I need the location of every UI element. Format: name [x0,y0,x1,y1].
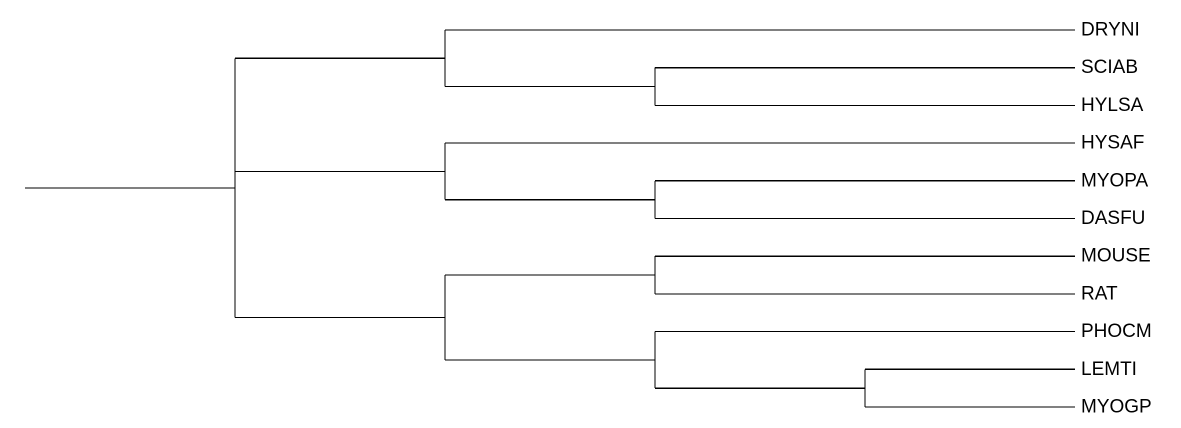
leaf-label-sciab: SCIAB [1081,57,1138,78]
leaf-label-dasfu: DASFU [1081,208,1145,229]
leaf-label-myogp: MYOGP [1081,397,1152,418]
leaf-label-dryni: DRYNI [1081,20,1140,41]
tree-branches [25,29,1075,408]
leaf-label-myopa: MYOPA [1081,170,1149,191]
leaf-label-hylsa: HYLSA [1081,95,1144,116]
leaf-label-rat: RAT [1081,283,1118,304]
leaf-label-lemti: LEMTI [1081,359,1137,380]
leaf-label-phocm: PHOCM [1081,321,1152,342]
leaf-label-mouse: MOUSE [1081,246,1151,267]
leaf-labels: DRYNI SCIAB HYLSA HYSAF MYOPA DASFU MOUS… [1081,20,1152,418]
leaf-label-hysaf: HYSAF [1081,133,1144,154]
